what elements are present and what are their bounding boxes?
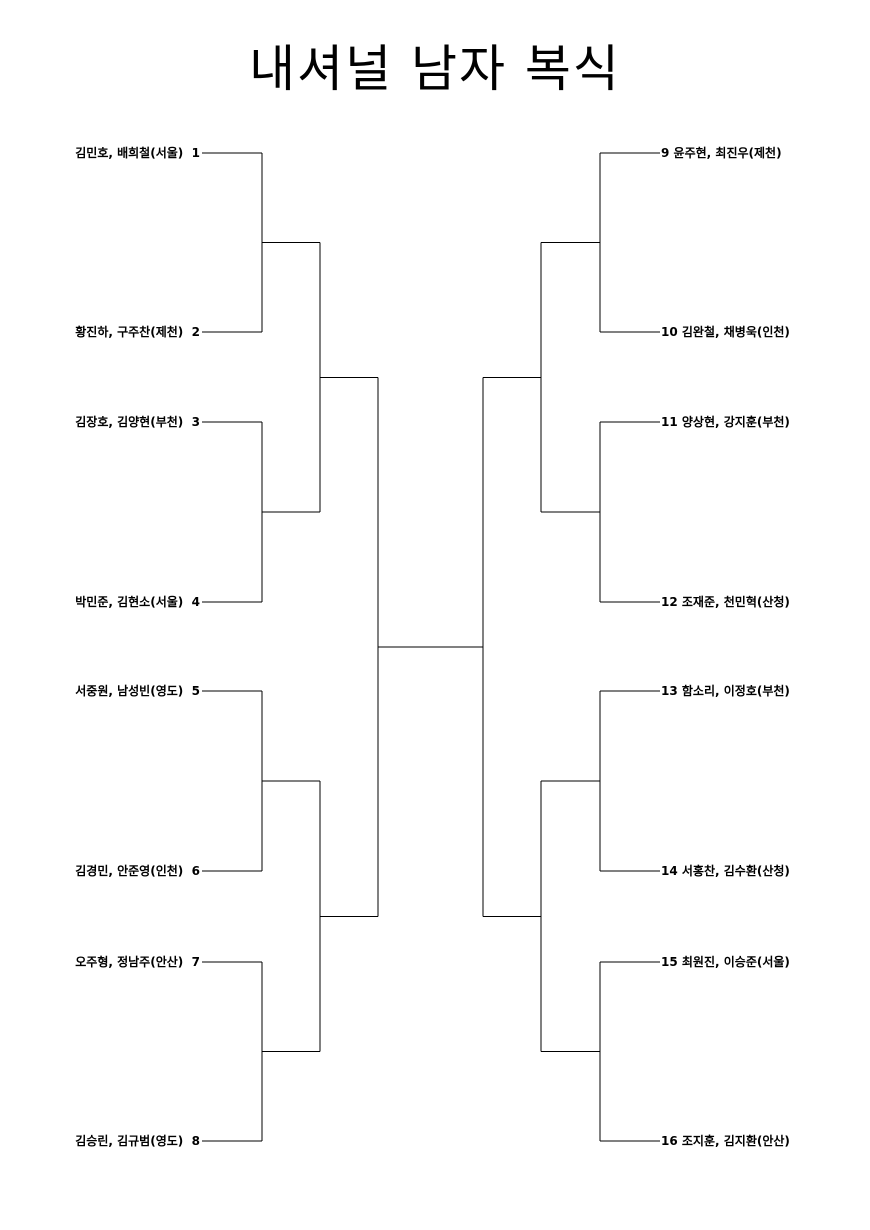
seed-number: 14 bbox=[661, 864, 678, 878]
seed-number: 9 bbox=[661, 146, 670, 160]
seed-number: 6 bbox=[191, 864, 200, 878]
team-names: 최원진, 이승준(서울) bbox=[681, 955, 790, 969]
team-names: 조지훈, 김지환(안산) bbox=[681, 1134, 790, 1148]
team-names: 박민준, 김현소(서울) bbox=[75, 595, 184, 609]
team-names: 조재준, 천민혁(산청) bbox=[681, 595, 790, 609]
seed-number: 1 bbox=[191, 146, 200, 160]
seed-number: 7 bbox=[191, 955, 200, 969]
left-entry-2: 황진하, 구주찬(제천) 2 bbox=[0, 324, 200, 340]
seed-number: 11 bbox=[661, 415, 678, 429]
seed-number: 10 bbox=[661, 325, 678, 339]
team-names: 함소리, 이정호(부천) bbox=[681, 684, 790, 698]
seed-number: 16 bbox=[661, 1134, 678, 1148]
seed-number: 13 bbox=[661, 684, 678, 698]
right-entry-7: 15 최원진, 이승준(서울) bbox=[661, 954, 870, 970]
left-entry-1: 김민호, 배희철(서울) 1 bbox=[0, 145, 200, 161]
seed-number: 4 bbox=[191, 595, 200, 609]
team-names: 김경민, 안준영(인천) bbox=[75, 864, 184, 878]
team-names: 김완철, 채병욱(인천) bbox=[681, 325, 790, 339]
right-entry-3: 11 양상현, 강지훈(부천) bbox=[661, 414, 870, 430]
left-entry-6: 김경민, 안준영(인천) 6 bbox=[0, 863, 200, 879]
left-entry-8: 김승린, 김규범(영도) 8 bbox=[0, 1133, 200, 1149]
team-names: 서중원, 남성빈(영도) bbox=[75, 684, 184, 698]
right-entry-4: 12 조재준, 천민혁(산청) bbox=[661, 594, 870, 610]
team-names: 오주형, 정남주(안산) bbox=[75, 955, 184, 969]
right-entry-2: 10 김완철, 채병욱(인천) bbox=[661, 324, 870, 340]
team-names: 서홍찬, 김수환(산청) bbox=[681, 864, 790, 878]
left-entry-7: 오주형, 정남주(안산) 7 bbox=[0, 954, 200, 970]
left-entry-3: 김장호, 김양현(부천) 3 bbox=[0, 414, 200, 430]
right-entry-1: 9 윤주현, 최진우(제천) bbox=[661, 145, 870, 161]
page-title: 내셔널 남자 복식 bbox=[249, 40, 621, 98]
team-names: 김승린, 김규범(영도) bbox=[75, 1134, 184, 1148]
team-names: 양상현, 강지훈(부천) bbox=[681, 415, 790, 429]
seed-number: 15 bbox=[661, 955, 678, 969]
left-entry-4: 박민준, 김현소(서울) 4 bbox=[0, 594, 200, 610]
team-names: 김장호, 김양현(부천) bbox=[75, 415, 184, 429]
right-entry-8: 16 조지훈, 김지환(안산) bbox=[661, 1133, 870, 1149]
right-entry-5: 13 함소리, 이정호(부천) bbox=[661, 683, 870, 699]
team-names: 황진하, 구주찬(제천) bbox=[75, 325, 184, 339]
seed-number: 3 bbox=[191, 415, 200, 429]
right-entry-6: 14 서홍찬, 김수환(산청) bbox=[661, 863, 870, 879]
left-entry-5: 서중원, 남성빈(영도) 5 bbox=[0, 683, 200, 699]
seed-number: 12 bbox=[661, 595, 678, 609]
seed-number: 8 bbox=[191, 1134, 200, 1148]
seed-number: 2 bbox=[191, 325, 200, 339]
team-names: 윤주현, 최진우(제천) bbox=[673, 146, 782, 160]
team-names: 김민호, 배희철(서울) bbox=[75, 146, 184, 160]
seed-number: 5 bbox=[191, 684, 200, 698]
